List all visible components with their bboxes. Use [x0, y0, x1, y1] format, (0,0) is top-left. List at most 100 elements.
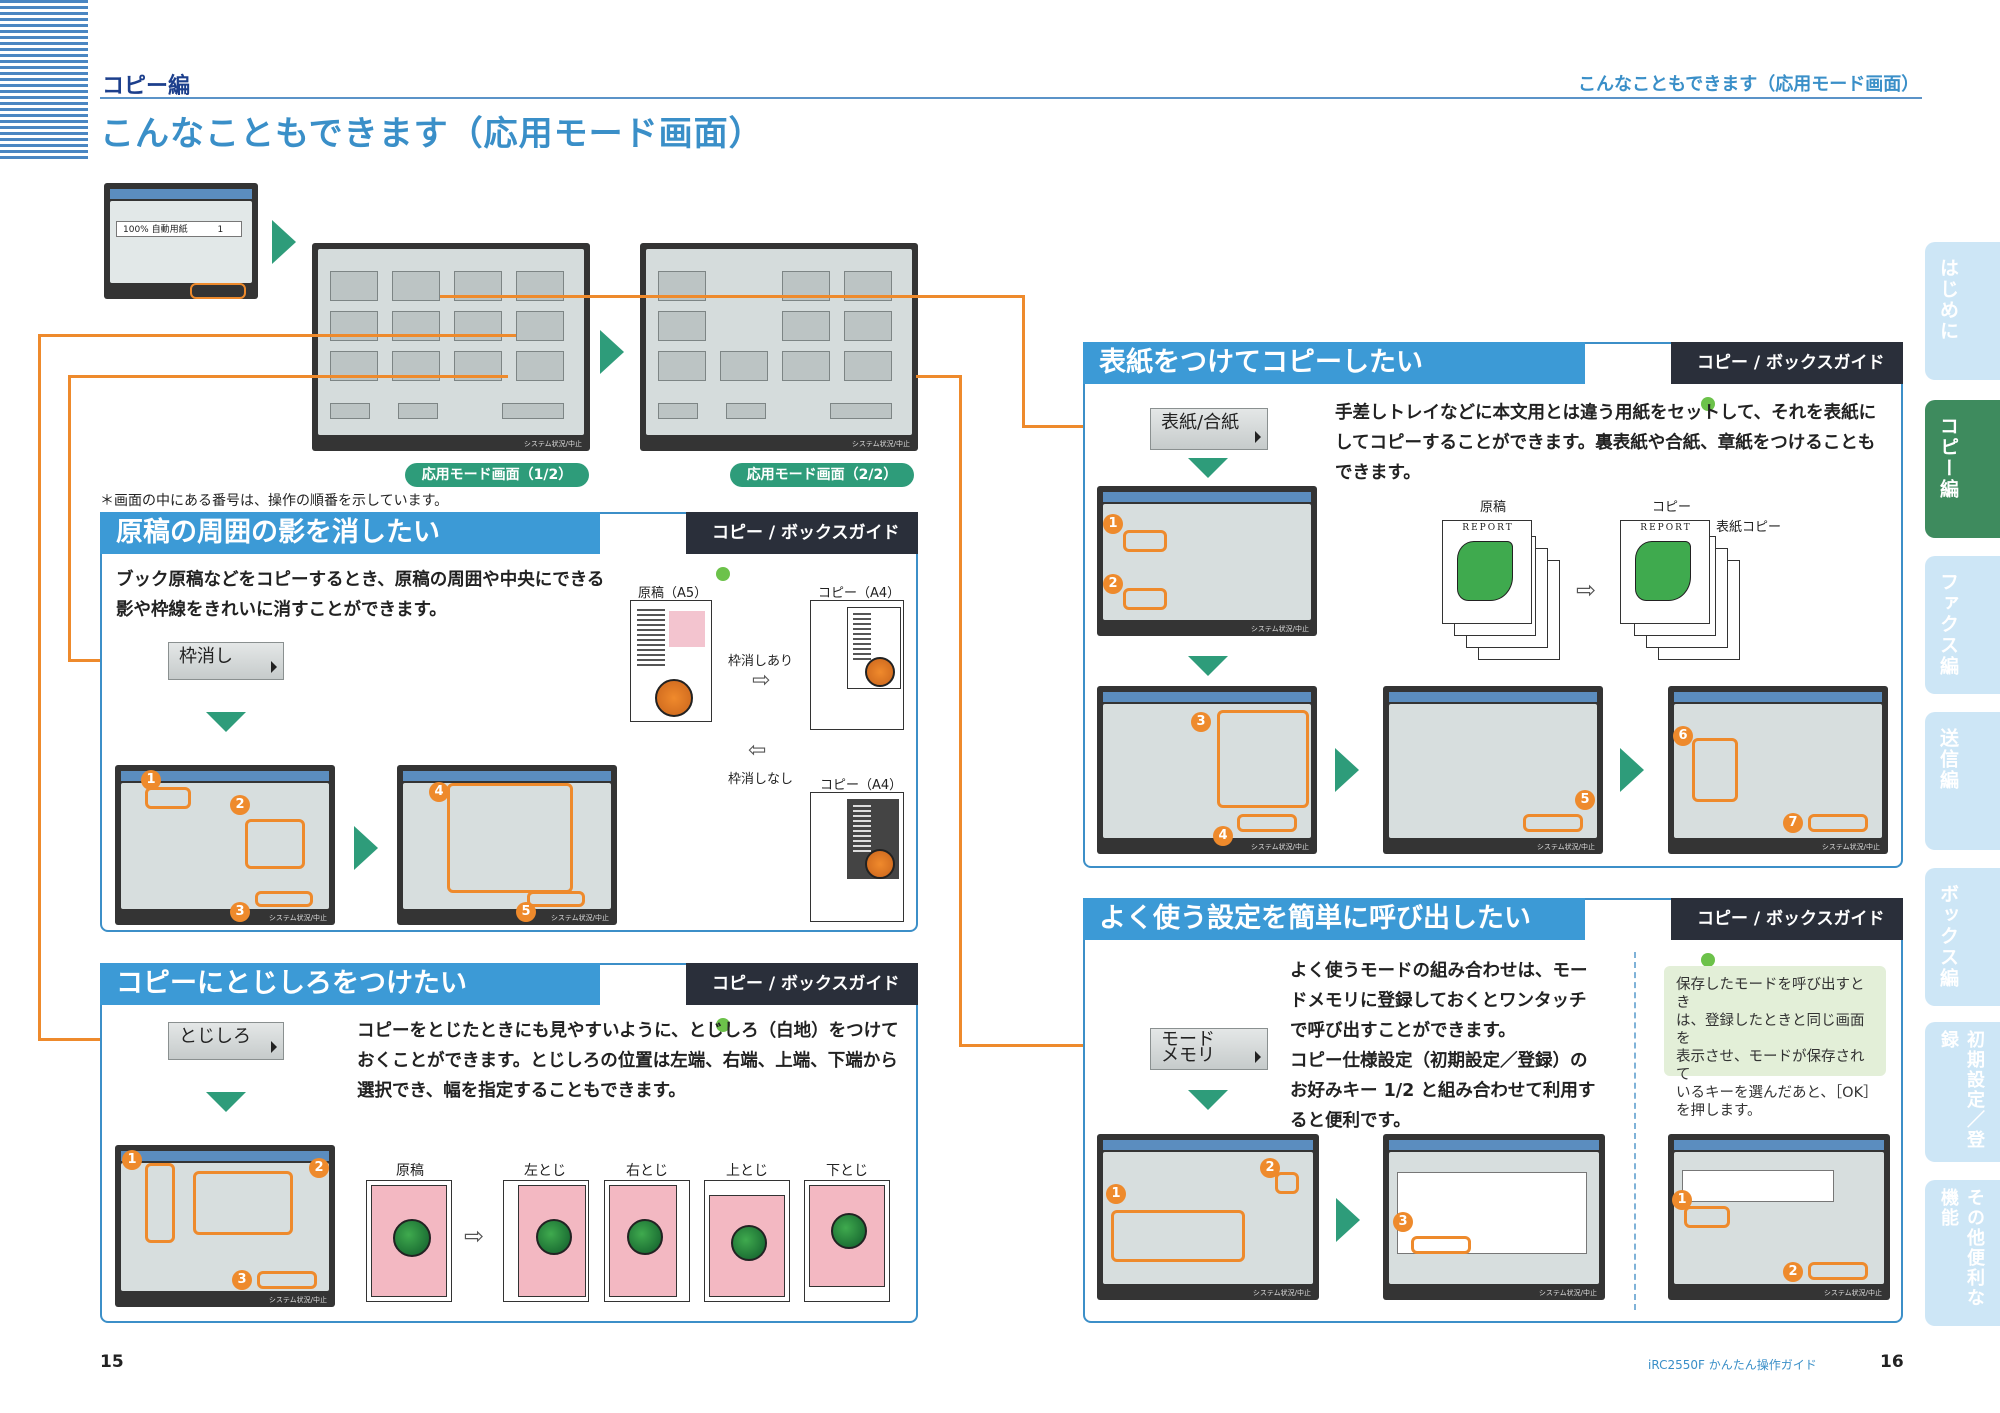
cover-flow-arrow-2 — [1620, 748, 1644, 792]
memory-text-6: ると便利です。 — [1290, 1111, 1411, 1131]
memory-register-screen: システム状況/中止 — [1097, 1134, 1319, 1300]
memory-confirm-screen: システム状況/中止 — [1383, 1134, 1605, 1300]
section-memory-header: よく使う設定を簡単に呼び出したい コピー / ボックスガイド第４章 — [1083, 898, 1903, 971]
mode-screen-label-2: 応用モード画面（2/2） — [730, 463, 914, 487]
shadow-original-label: 原稿（A5） — [638, 586, 708, 601]
cover-type-screen: システム状況/中止 — [1668, 686, 1888, 854]
shadow-flow-arrow — [354, 826, 378, 870]
binding-text-3: 選択でき、幅を指定することもできます。 — [357, 1081, 686, 1101]
memory-recall-screen: システム状況/中止 — [1668, 1134, 1890, 1300]
binding-top-doc — [704, 1180, 790, 1302]
memory-text-2: ドメモリに登録しておくとワンタッチ — [1290, 991, 1587, 1011]
shadow-down-arrow — [206, 712, 246, 732]
cover-setting-screen-2: システム状況/中止 — [1383, 686, 1603, 854]
section-shadow-header: 原稿の周囲の影を消したい コピー / ボックスガイド第４章 — [100, 512, 918, 585]
cover-flow-arrow-1 — [1335, 748, 1359, 792]
section-binding-title: コピーにとじしろをつけたい — [100, 963, 600, 1005]
memory-text-5: お好みキー 1/2 と組み合わせて利用す — [1290, 1081, 1596, 1101]
flow-arrow-1 — [272, 220, 296, 264]
section-binding-header: コピーにとじしろをつけたい コピー / ボックスガイド第４章 — [100, 963, 918, 1036]
section-binding-guide: コピー / ボックスガイド第４章 — [686, 963, 918, 1036]
page-title: こんなこともできます（応用モード画面） — [100, 114, 764, 154]
binding-label-top: 上とじ — [726, 1163, 768, 1179]
binding-down-arrow — [206, 1092, 246, 1112]
memory-note: 保存したモードを呼び出すとき は、登録したときと同じ画面を 表示させ、モードが保… — [1664, 966, 1886, 1119]
cover-copy-doc: REPORT — [1620, 520, 1710, 624]
shadow-text-2: 影や枠線をきれいに消すことができます。 — [116, 600, 447, 620]
binding-label-original: 原稿 — [396, 1163, 424, 1179]
binding-text-2: おくことができます。とじしろの位置は左端、右端、上端、下端から — [357, 1051, 898, 1071]
binding-label-bottom: 下とじ — [826, 1163, 868, 1179]
memory-text-4: コピー仕様設定（初期設定／登録）の — [1290, 1051, 1588, 1071]
section-cover-header: 表紙をつけてコピーしたい コピー / ボックスガイド第４章 — [1083, 342, 1903, 415]
shadow-copy-label-1: コピー（A4） — [818, 586, 901, 601]
header-stripes — [0, 0, 88, 162]
section-label: コピー編 — [102, 74, 191, 99]
side-tab-settings[interactable]: 初期設定／登録 — [1925, 1022, 2000, 1162]
binding-screen: システム状況/中止 — [115, 1145, 335, 1307]
shadow-copy-label-2: コピー（A4） — [820, 778, 903, 793]
cover-original-doc: REPORT — [1442, 520, 1532, 624]
cover-text-2: してコピーすることができます。裏表紙や合紙、章紙をつけることも — [1335, 433, 1876, 453]
cover-down-arrow-2 — [1188, 656, 1228, 676]
memory-down-arrow — [1188, 1090, 1228, 1110]
without-erase-label: 枠消しなし — [728, 772, 794, 787]
paper-size-screen: システム状況/中止 — [397, 765, 617, 925]
section-cover-guide: コピー / ボックスガイド第４章 — [1671, 342, 1903, 415]
without-erase-arrow: ⇦ — [748, 738, 767, 763]
memory-text-3: で呼び出すことができます。 — [1290, 1021, 1516, 1041]
shadow-copy-doc-1 — [810, 600, 904, 730]
shadow-text-1: ブック原稿などをコピーするとき、原稿の周囲や中央にできる — [116, 570, 605, 590]
paper-feed-screen: システム状況/中止 — [1097, 686, 1317, 854]
cover-down-arrow-1 — [1188, 458, 1228, 478]
side-tab-send[interactable]: 送信編 — [1925, 712, 2000, 850]
binding-bottom-doc — [804, 1180, 890, 1302]
page-right-title: こんなこともできます（応用モード画面） — [1578, 74, 1920, 95]
shadow-original-doc — [630, 600, 712, 722]
cover-select-screen: システム状況/中止 — [1097, 486, 1317, 636]
cover-original-label: 原稿 — [1480, 500, 1507, 515]
advanced-mode-screen-2: システム状況/中止 — [640, 243, 918, 451]
side-tab-other[interactable]: その他便利な機能 — [1925, 1180, 2000, 1326]
binding-label-right: 右とじ — [626, 1163, 668, 1179]
side-tab-box[interactable]: ボックス編 — [1925, 868, 2000, 1006]
memory-text-1: よく使うモードの組み合わせは、モー — [1290, 961, 1588, 981]
header-rule — [100, 97, 1922, 99]
with-erase-label: 枠消しあり — [728, 654, 794, 669]
section-shadow-guide: コピー / ボックスガイド第４章 — [686, 512, 918, 585]
cover-key[interactable]: 表紙/合紙 — [1150, 408, 1268, 450]
memory-divider — [1634, 952, 1636, 1310]
cover-copy-note: 表紙コピー — [1716, 520, 1782, 535]
section-shadow-title: 原稿の周囲の影を消したい — [100, 512, 600, 554]
with-erase-arrow: ⇨ — [752, 668, 771, 693]
binding-text-1: コピーをとじたときにも見やすいように、とじしろ（白地）をつけて — [357, 1021, 899, 1041]
product-name: iRC2550F かんたん操作ガイド — [1648, 1358, 1817, 1372]
binding-left-doc — [503, 1180, 589, 1302]
side-tab-copy[interactable]: コピー編 — [1925, 400, 2000, 538]
side-tab-fax[interactable]: ファクス編 — [1925, 556, 2000, 694]
mode-memory-key[interactable]: モードメモリ — [1150, 1028, 1268, 1070]
section-memory-guide: コピー / ボックスガイド第４章 — [1671, 898, 1903, 971]
copy-basic-screen: 100% 自動用紙 1 — [104, 183, 258, 299]
cover-text-3: できます。 — [1335, 463, 1421, 483]
memory-flow-arrow — [1336, 1198, 1360, 1242]
page-number-left: 15 — [100, 1352, 124, 1372]
binding-right-doc — [604, 1180, 690, 1302]
flow-arrow-2 — [600, 330, 624, 374]
binding-key[interactable]: とじしろ — [168, 1022, 284, 1060]
binding-arrow: ⇨ — [464, 1222, 485, 1250]
cover-copy-label: コピー — [1652, 500, 1692, 515]
frame-erase-key[interactable]: 枠消し — [168, 642, 284, 680]
cover-arrow: ⇨ — [1576, 576, 1597, 604]
section-cover-title: 表紙をつけてコピーしたい — [1083, 342, 1585, 384]
order-note: ＊画面の中にある番号は、操作の順番を示しています。 — [100, 493, 449, 509]
advanced-mode-screen-1: システム状況/中止 — [312, 243, 590, 451]
side-tab-intro[interactable]: はじめに — [1925, 242, 2000, 380]
mode-screen-label-1: 応用モード画面（1/2） — [405, 463, 589, 487]
cover-text-1: 手差しトレイなどに本文用とは違う用紙をセットして、それを表紙に — [1335, 403, 1877, 423]
frame-erase-screen: システム状況/中止 — [115, 765, 335, 925]
shadow-copy-doc-2 — [810, 792, 904, 922]
page-number-right: 16 — [1880, 1352, 1904, 1372]
binding-original-doc — [366, 1180, 452, 1302]
binding-label-left: 左とじ — [524, 1163, 566, 1179]
